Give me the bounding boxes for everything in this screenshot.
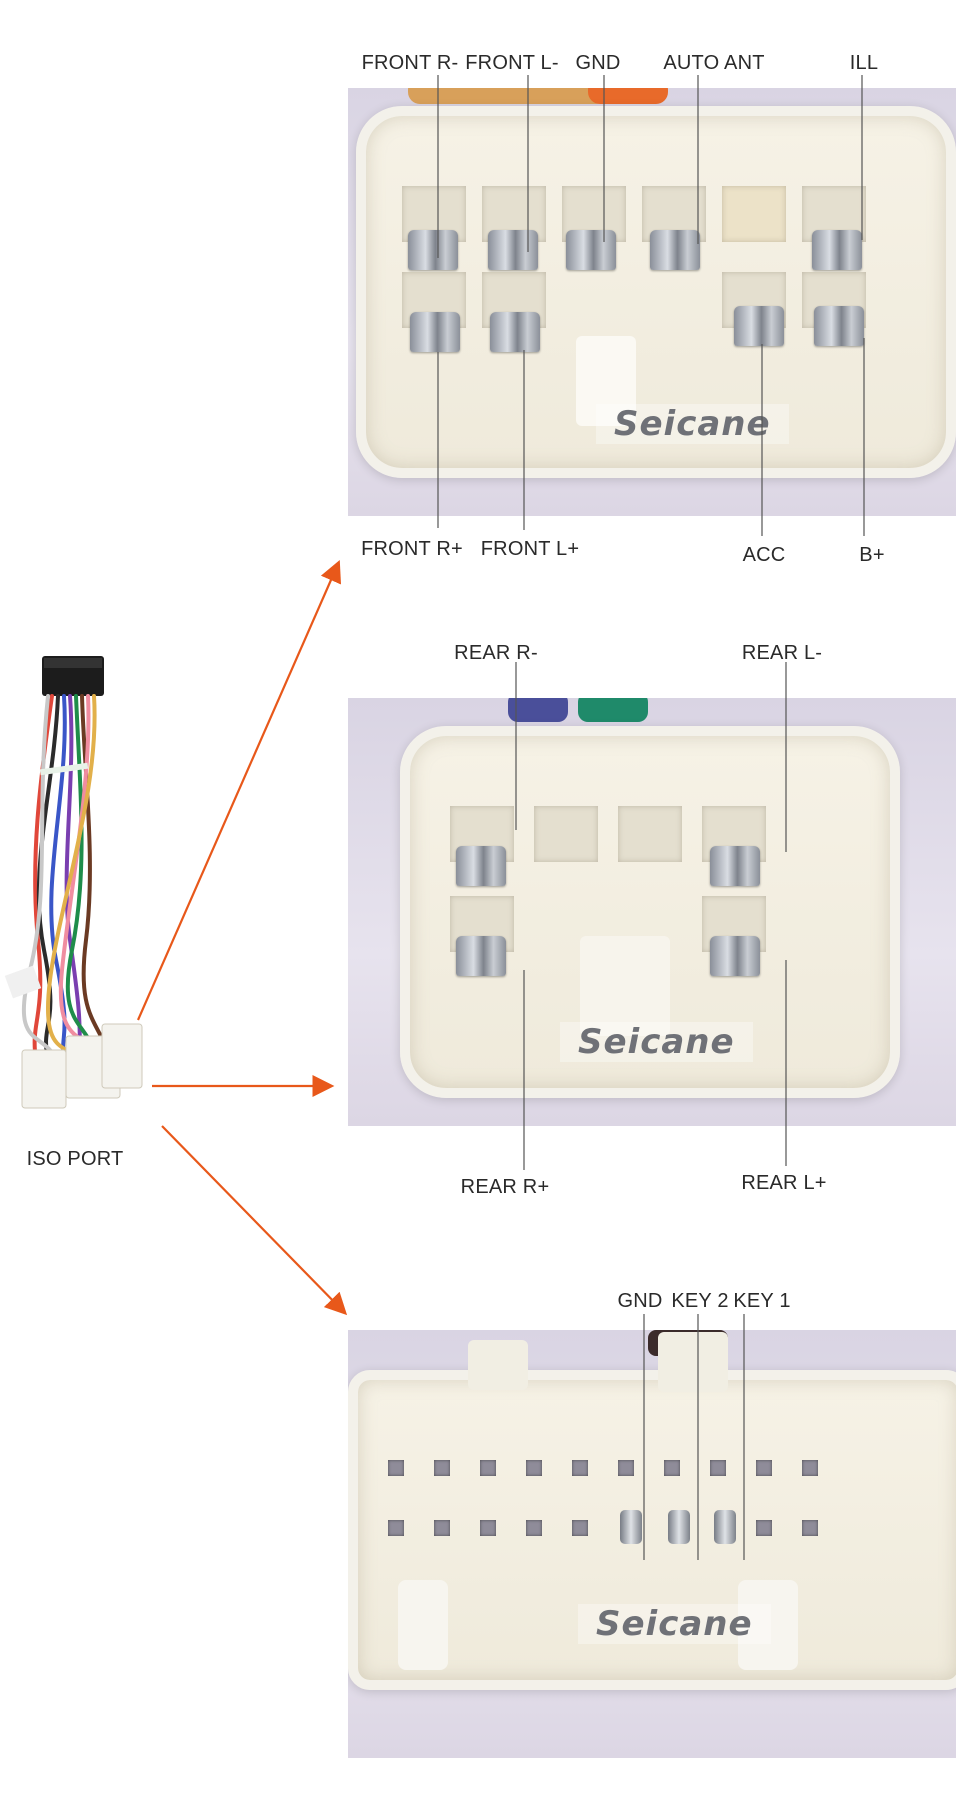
- label-rear-l-plus: REAR L+: [741, 1172, 827, 1194]
- harness-image: [0, 640, 160, 1110]
- arrow-to-connector3: [161, 1125, 348, 1316]
- label-front-r-plus: FRONT R+: [361, 538, 463, 560]
- label-rear-r-minus: REAR R-: [454, 642, 538, 664]
- brand-watermark: Seicane: [560, 1022, 753, 1062]
- label-auto-ant: AUTO ANT: [663, 52, 765, 74]
- label-front-l-minus: FRONT L-: [465, 52, 559, 74]
- brand-watermark: Seicane: [578, 1604, 771, 1644]
- label-front-l-plus: FRONT L+: [480, 538, 580, 560]
- connector3-photo: Seicane: [348, 1330, 956, 1758]
- iso-port-label: ISO PORT: [26, 1148, 124, 1170]
- arrow-to-connector1: [136, 559, 342, 1021]
- label-gnd-3: GND: [617, 1290, 663, 1312]
- label-ill: ILL: [849, 52, 879, 74]
- brand-watermark: Seicane: [596, 404, 789, 444]
- label-rear-l-minus: REAR L-: [741, 642, 823, 664]
- label-b-plus: B+: [859, 544, 885, 566]
- label-rear-r-plus: REAR R+: [460, 1176, 550, 1198]
- label-front-r-minus: FRONT R-: [361, 52, 459, 74]
- label-gnd-1: GND: [575, 52, 621, 74]
- label-key2: KEY 2: [671, 1290, 729, 1312]
- connector2-photo: Seicane: [348, 698, 956, 1126]
- label-acc: ACC: [742, 544, 786, 566]
- label-key1: KEY 1: [733, 1290, 791, 1312]
- connector1-photo: Seicane: [348, 88, 956, 516]
